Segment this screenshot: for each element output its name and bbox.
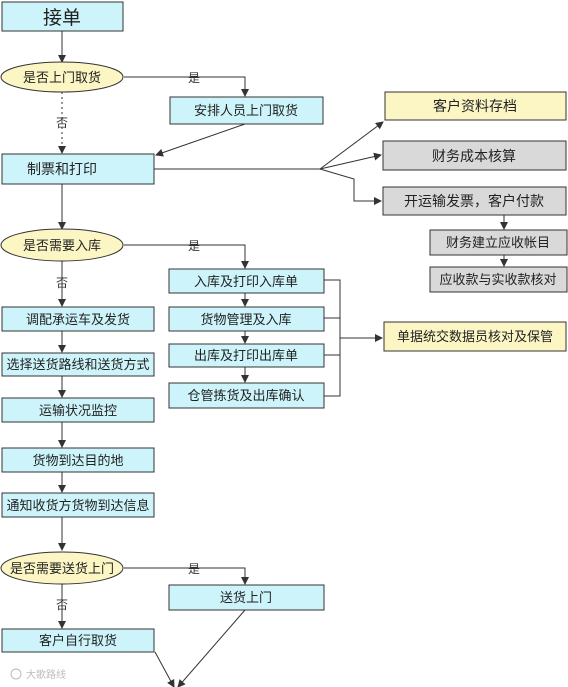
node-ticket-print-label: 制票和打印 <box>27 161 97 178</box>
node-dispatch-label: 调配承运车及发货 <box>26 312 130 328</box>
edge-ticket-to-cost <box>319 152 382 170</box>
label-delivery-yes: 是 <box>188 562 200 576</box>
decision-need-delivery-label: 是否需要送货上门 <box>10 561 114 577</box>
node-receive-order: 接单 <box>1 1 124 32</box>
node-reconcile: 应收款与实收款核对 <box>429 266 568 293</box>
node-route: 选择送货路线和送货方式 <box>1 352 155 377</box>
watermark-logo-icon <box>10 668 22 680</box>
node-door-delivery: 送货上门 <box>168 584 325 611</box>
edge-labels: 是 否 是 否 是 否 <box>56 71 200 612</box>
node-goods-manage-label: 货物管理及入库 <box>200 312 291 328</box>
node-docs-handover-label: 单据统交数据员核对及保管 <box>397 329 553 345</box>
label-pickup-yes: 是 <box>188 71 200 85</box>
edges <box>58 31 508 687</box>
label-delivery-no: 否 <box>56 598 68 612</box>
decision-is-pickup: 是否上门取货 <box>0 61 124 93</box>
node-docs-handover: 单据统交数据员核对及保管 <box>383 321 567 352</box>
node-finance-receivable-label: 财务建立应收帐目 <box>446 235 550 251</box>
decision-need-storage: 是否需要入库 <box>0 228 124 262</box>
node-arrive-label: 货物到达目的地 <box>32 453 123 469</box>
watermark: 大歌路线 <box>10 668 66 681</box>
edge-selfpickup-to-end <box>154 651 175 687</box>
node-monitor: 运输状况监控 <box>1 397 155 423</box>
node-invoice-payment: 开运输发票，客户付款 <box>382 186 567 216</box>
label-pickup-no: 否 <box>56 116 68 130</box>
node-arrange-pickup: 安排人员上门取货 <box>169 96 324 125</box>
edge-docs-bracket <box>324 279 341 397</box>
node-finance-cost-label: 财务成本核算 <box>432 149 516 165</box>
watermark-text: 大歌路线 <box>26 668 66 681</box>
node-monitor-label: 运输状况监控 <box>39 403 117 419</box>
edge-door-to-end <box>177 609 246 687</box>
node-arrange-pickup-label: 安排人员上门取货 <box>194 103 298 119</box>
node-self-pickup-label: 客户自行取货 <box>39 633 117 649</box>
node-notify: 通知收货方货物到达信息 <box>1 492 155 518</box>
edge-ticket-to-invoice <box>319 168 382 205</box>
node-door-delivery-label: 送货上门 <box>220 590 272 606</box>
node-warehouse-confirm-label: 仓管拣货及出库确认 <box>187 388 304 404</box>
node-receive-order-label: 接单 <box>43 7 81 29</box>
node-outbound-print-label: 出库及打印出库单 <box>194 348 298 364</box>
edge-storage-yes <box>124 244 249 269</box>
node-self-pickup: 客户自行取货 <box>1 628 155 653</box>
edge-arrange-to-ticket <box>155 123 246 157</box>
decision-is-pickup-label: 是否上门取货 <box>23 70 101 86</box>
node-arrive: 货物到达目的地 <box>1 447 155 473</box>
node-customer-archive-label: 客户资料存档 <box>433 98 517 115</box>
node-outbound-print: 出库及打印出库单 <box>168 343 325 368</box>
node-route-label: 选择送货路线和送货方式 <box>6 357 149 373</box>
decision-need-storage-label: 是否需要入库 <box>23 238 101 254</box>
label-storage-no: 否 <box>56 276 68 290</box>
node-storage-print-label: 入库及打印入库单 <box>194 274 298 290</box>
label-storage-yes: 是 <box>188 239 200 253</box>
node-warehouse-confirm: 仓管拣货及出库确认 <box>168 382 325 409</box>
node-goods-manage: 货物管理及入库 <box>168 306 325 332</box>
edge-delivery-yes <box>124 567 249 585</box>
node-invoice-payment-label: 开运输发票，客户付款 <box>404 193 544 210</box>
node-finance-receivable: 财务建立应收帐目 <box>429 229 568 256</box>
node-notify-label: 通知收货方货物到达信息 <box>6 498 149 514</box>
edge-pickup-yes <box>124 76 249 97</box>
node-reconcile-label: 应收款与实收款核对 <box>439 272 556 288</box>
node-finance-cost: 财务成本核算 <box>382 140 567 171</box>
node-dispatch: 调配承运车及发货 <box>1 306 155 332</box>
node-customer-archive: 客户资料存档 <box>384 91 567 121</box>
node-ticket-print: 制票和打印 <box>1 153 155 185</box>
node-storage-print: 入库及打印入库单 <box>168 268 325 294</box>
decision-need-delivery: 是否需要送货上门 <box>0 551 124 585</box>
